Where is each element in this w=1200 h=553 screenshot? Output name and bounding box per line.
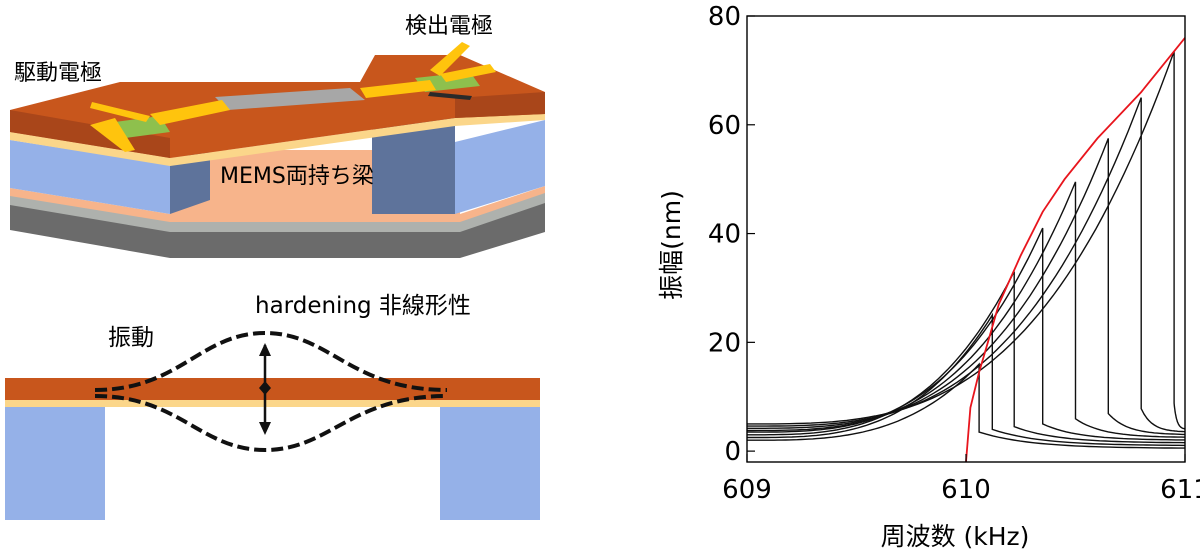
sand-layer-left bbox=[10, 132, 170, 166]
drive-electrode-lead bbox=[90, 102, 150, 122]
y-tick-label: 60 bbox=[708, 111, 741, 141]
drive-electrode-arm bbox=[90, 118, 135, 152]
beam-strip bbox=[215, 88, 365, 110]
arrow-head-down-icon bbox=[259, 422, 271, 435]
backbone-curve bbox=[965, 37, 1186, 463]
left-anchor-side bbox=[170, 150, 210, 214]
mode-shape-lower bbox=[94, 394, 448, 453]
label-vibration: 振動 bbox=[108, 325, 154, 351]
y-tick-label: 80 bbox=[708, 2, 741, 32]
right-anchor-side bbox=[372, 118, 455, 214]
label-drive-electrode: 駆動電極 bbox=[14, 61, 102, 86]
x-tick-label: 610 bbox=[941, 475, 991, 505]
y-axis-label: 振幅(nm) bbox=[657, 190, 686, 300]
right-anchor-front bbox=[455, 120, 545, 214]
substrate-left-face bbox=[10, 200, 170, 258]
arrow-head-up-icon bbox=[259, 343, 271, 356]
x-tick-label: 611 bbox=[1160, 475, 1200, 505]
y-tick-label: 20 bbox=[708, 328, 741, 358]
y-tick-label: 0 bbox=[724, 437, 741, 467]
peach-layer-left bbox=[10, 188, 170, 222]
copper-front-right bbox=[455, 92, 545, 118]
chart-curves bbox=[747, 37, 1186, 463]
left-anchor-front bbox=[10, 140, 170, 214]
chart-axes bbox=[746, 15, 1186, 463]
label-hardening-nonlinearity: hardening 非線形性 bbox=[255, 293, 471, 319]
response-curve-1 bbox=[747, 362, 1185, 449]
frequency-response-chart: 609 610 611 0 20 40 60 80 周波数 (kHz) 振幅(nm) bbox=[657, 2, 1200, 551]
beam-sand-layer bbox=[5, 400, 540, 407]
plot-frame bbox=[746, 15, 1186, 463]
detect-electrode-lead bbox=[430, 42, 470, 76]
x-tick-label: 609 bbox=[722, 475, 772, 505]
response-curve-7 bbox=[747, 97, 1186, 433]
drive-electrode-bridge bbox=[150, 100, 230, 125]
response-curve-8 bbox=[747, 51, 1186, 430]
substrate-gray-band-left bbox=[10, 195, 170, 232]
label-detect-electrode: 検出電極 bbox=[405, 14, 493, 39]
chart-ticks: 609 610 611 0 20 40 60 80 bbox=[708, 2, 1200, 505]
mode-shape-upper bbox=[94, 330, 448, 392]
response-curve-6 bbox=[747, 138, 1185, 436]
detect-electrode-shadow bbox=[428, 92, 472, 100]
detect-electrode-arm bbox=[440, 64, 496, 82]
x-axis-label: 周波数 (kHz) bbox=[881, 522, 1030, 551]
response-curve-3 bbox=[747, 271, 1186, 444]
response-curve-5 bbox=[747, 181, 1186, 438]
peach-layer-front bbox=[170, 186, 545, 222]
mems-device-illustration: 駆動電極 検出電極 MEMS両持ち梁 bbox=[10, 14, 545, 258]
response-curve-4 bbox=[747, 227, 1185, 441]
right-support bbox=[440, 407, 540, 520]
response-curve-2 bbox=[747, 312, 1186, 447]
label-mems-beam: MEMS両持ち梁 bbox=[220, 164, 374, 189]
left-support bbox=[5, 407, 105, 520]
detect-electrode-bridge bbox=[360, 80, 436, 98]
sand-layer-front bbox=[170, 112, 545, 166]
beam-copper-layer bbox=[5, 378, 540, 400]
arrow-center-diamond-icon bbox=[259, 381, 271, 395]
y-tick-label: 40 bbox=[708, 220, 741, 250]
vibration-schematic: 振動 hardening 非線形性 bbox=[5, 293, 540, 520]
